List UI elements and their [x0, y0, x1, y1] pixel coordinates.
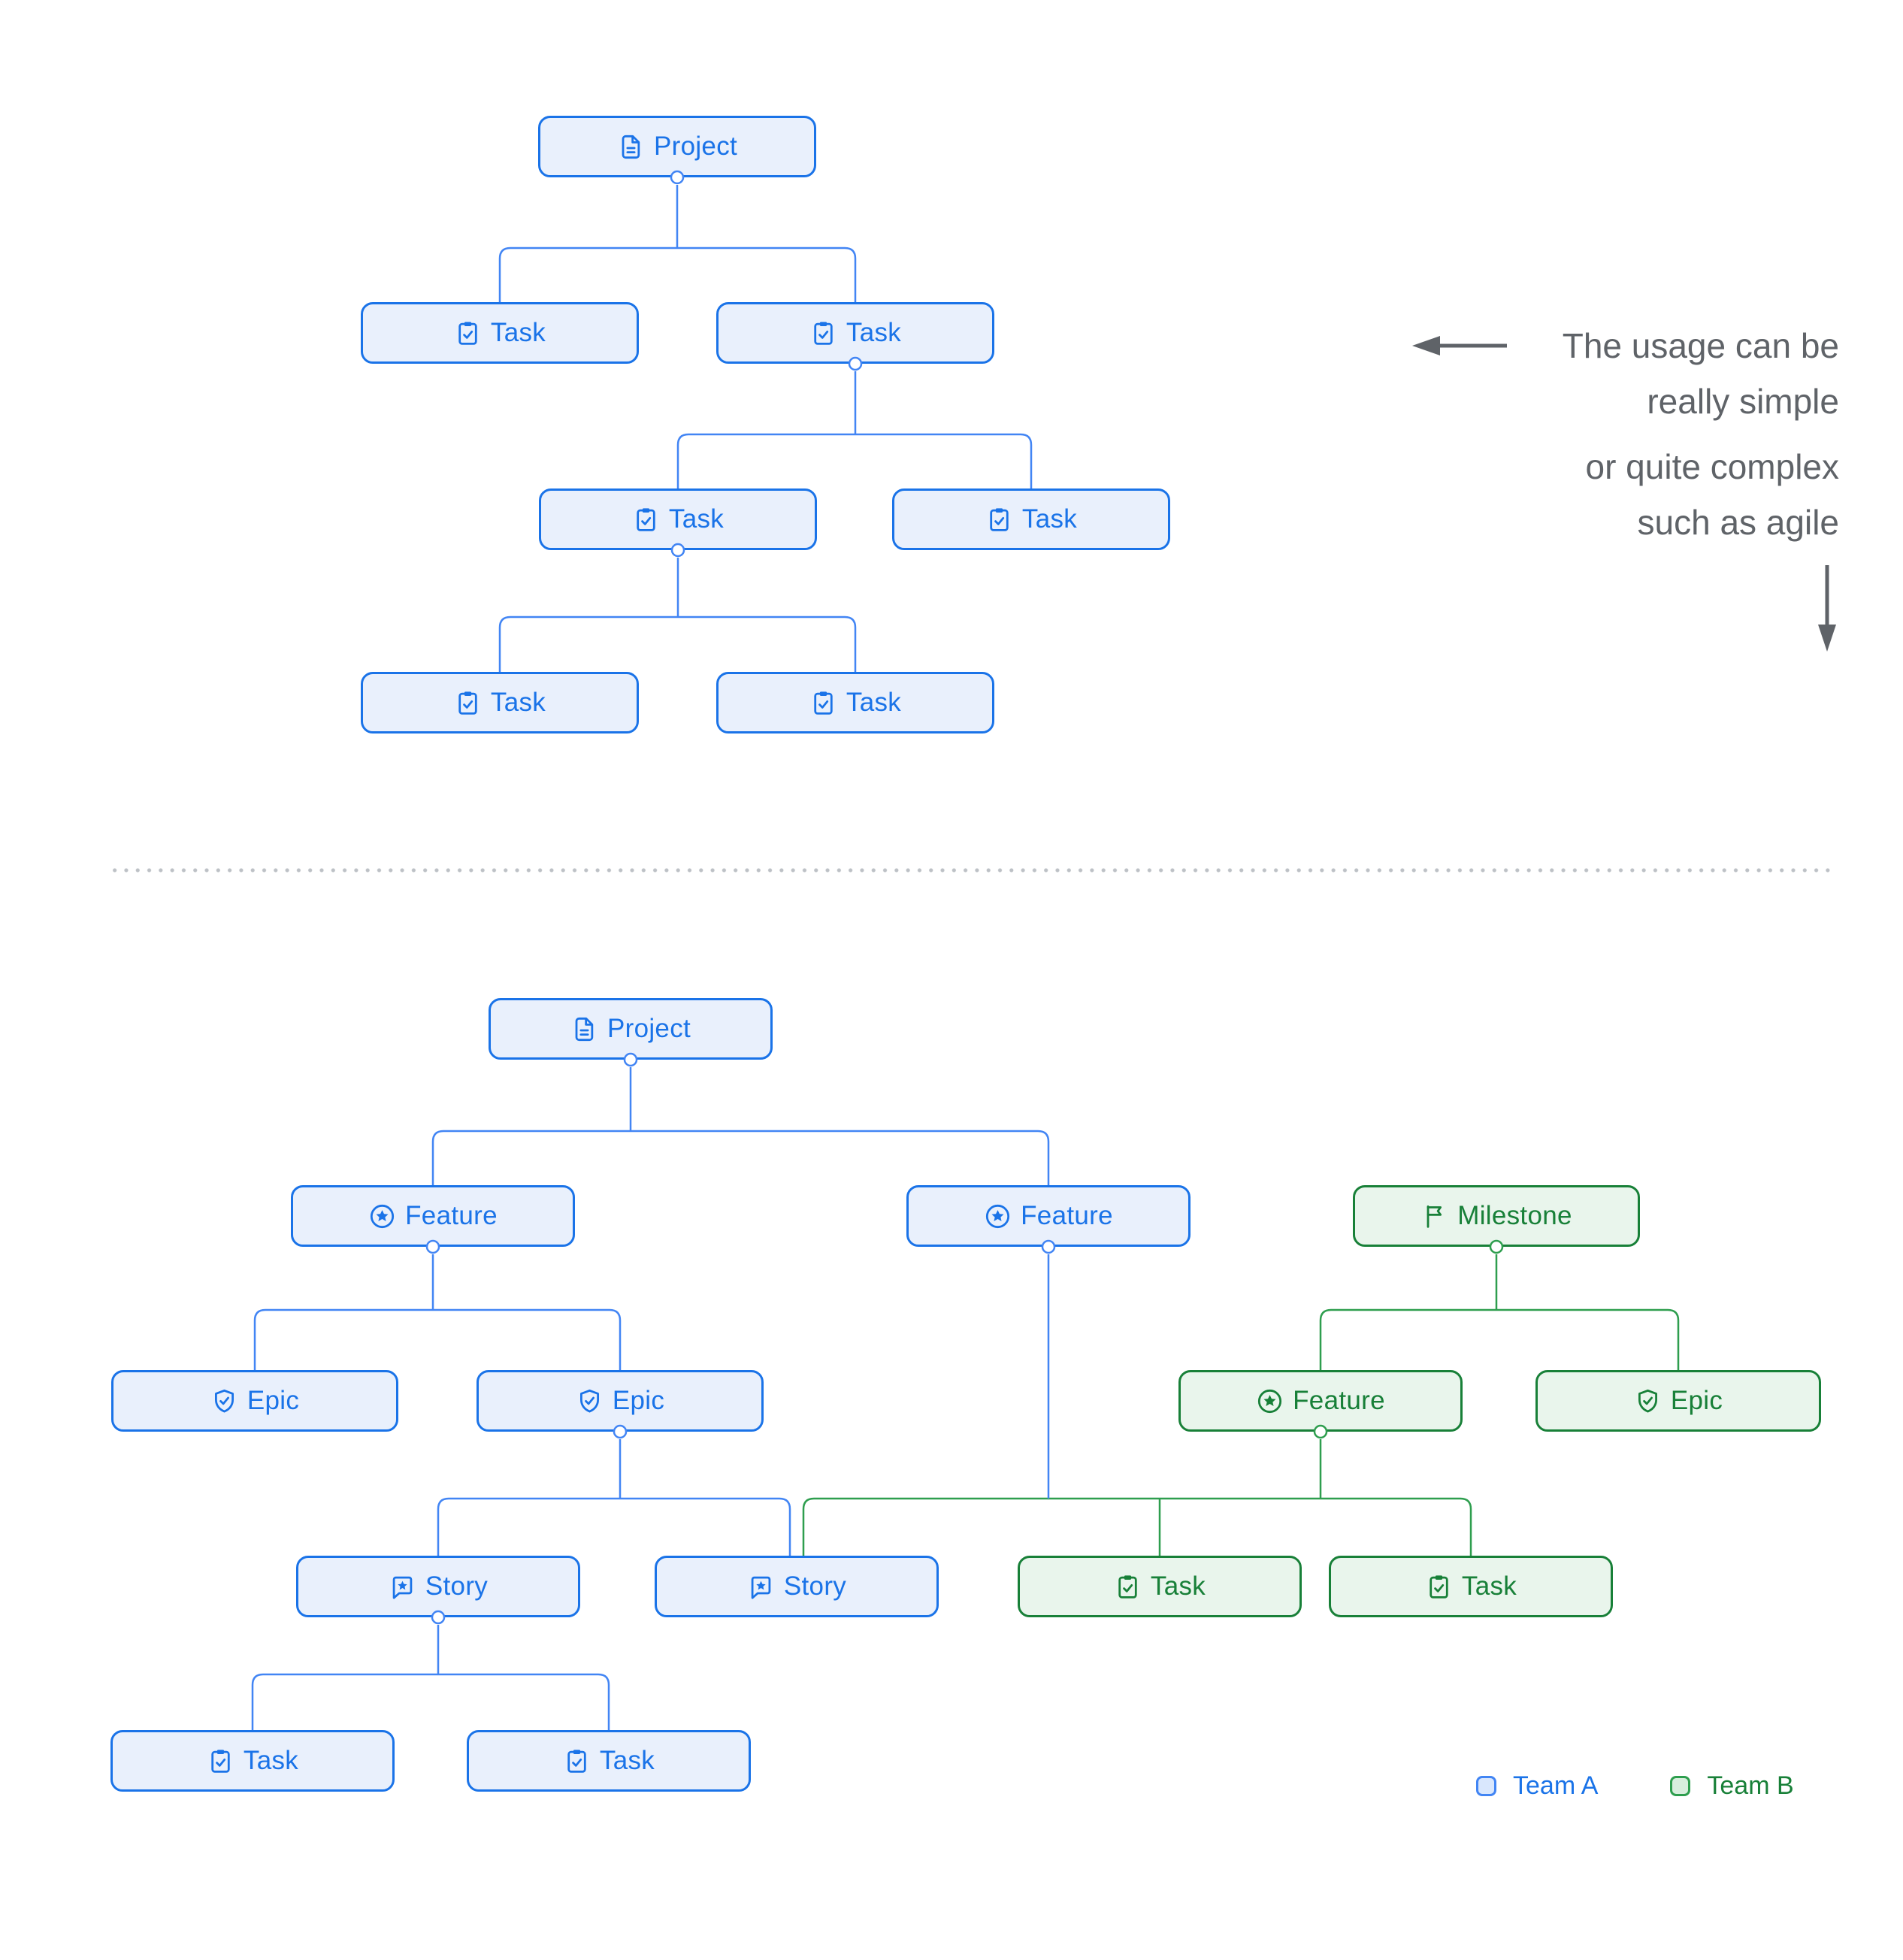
node-label: Task: [668, 504, 725, 534]
node-p1-project: Project: [538, 116, 816, 177]
arrow-left-icon: [1412, 336, 1507, 355]
task-icon: [1114, 1573, 1142, 1601]
node-e1-epic: Epic: [111, 1370, 398, 1432]
task-icon: [632, 506, 660, 534]
task-icon: [454, 319, 482, 347]
team-a-swatch-icon: [1476, 1776, 1496, 1796]
annotation-line-3: or quite complex: [1585, 447, 1840, 486]
node-t1-task: Task: [361, 302, 639, 364]
arrow-down-icon: [1818, 565, 1836, 652]
team-b-swatch-icon: [1670, 1776, 1691, 1796]
epic-icon: [210, 1387, 238, 1415]
node-tb1-task: Task: [110, 1730, 395, 1792]
dotted-divider: [109, 868, 1832, 873]
story-icon: [747, 1573, 775, 1601]
node-t2-task: Task: [716, 302, 994, 364]
story-icon: [389, 1573, 416, 1601]
node-label: Epic: [1670, 1386, 1723, 1415]
node-eg-epic: Epic: [1535, 1370, 1821, 1432]
node-label: Task: [1021, 504, 1078, 534]
node-f1-feature: Feature: [291, 1185, 575, 1247]
annotation-line-1: The usage can be: [1562, 326, 1839, 365]
node-t3-task: Task: [539, 488, 817, 550]
legend-item-team-a: Team A: [1476, 1771, 1598, 1801]
node-label: Epic: [612, 1386, 665, 1415]
legend-label-team-a: Team A: [1513, 1771, 1599, 1800]
node-tg2-task: Task: [1329, 1556, 1613, 1617]
node-fg-feature: Feature: [1178, 1370, 1463, 1432]
node-label: Story: [783, 1571, 847, 1601]
node-t6-task: Task: [716, 672, 994, 733]
task-icon: [1425, 1573, 1453, 1601]
annotation-text: The usage can be really simple or quite …: [1563, 318, 1839, 550]
task-icon: [985, 506, 1013, 534]
node-label: Feature: [1293, 1386, 1385, 1415]
node-label: Task: [243, 1746, 299, 1775]
node-label: Task: [846, 318, 902, 347]
node-label: Feature: [1021, 1201, 1113, 1230]
node-label: Task: [599, 1746, 655, 1775]
node-label: Milestone: [1457, 1201, 1572, 1230]
feature-icon: [984, 1202, 1012, 1230]
feature-icon: [1256, 1387, 1284, 1415]
annotation-line-4: such as agile: [1637, 503, 1840, 542]
task-icon: [207, 1747, 234, 1775]
legend: Team A Team B: [1476, 1771, 1794, 1801]
task-icon: [809, 319, 837, 347]
task-icon: [563, 1747, 591, 1775]
epic-icon: [1634, 1387, 1662, 1415]
node-tg1-task: Task: [1018, 1556, 1302, 1617]
project-icon: [570, 1015, 598, 1043]
node-label: Project: [607, 1014, 691, 1043]
node-label: Story: [425, 1571, 489, 1601]
node-t4-task: Task: [892, 488, 1170, 550]
node-label: Task: [846, 688, 902, 717]
node-label: Task: [490, 688, 546, 717]
project-icon: [617, 133, 645, 161]
node-s1-story: Story: [296, 1556, 580, 1617]
node-f2-feature: Feature: [906, 1185, 1191, 1247]
node-label: Task: [1461, 1571, 1517, 1601]
milestone-icon: [1420, 1202, 1448, 1230]
feature-icon: [368, 1202, 396, 1230]
node-m1-milestone: Milestone: [1353, 1185, 1640, 1247]
task-icon: [809, 689, 837, 717]
legend-label-team-b: Team B: [1707, 1771, 1794, 1800]
node-label: Task: [490, 318, 546, 347]
node-s2-story: Story: [655, 1556, 939, 1617]
annotation-line-2: really simple: [1647, 382, 1839, 421]
node-label: Epic: [247, 1386, 300, 1415]
legend-item-team-b: Team B: [1670, 1771, 1794, 1801]
node-p2-project: Project: [489, 998, 773, 1060]
task-icon: [454, 689, 482, 717]
node-e2-epic: Epic: [477, 1370, 764, 1432]
node-label: Feature: [405, 1201, 498, 1230]
node-label: Project: [653, 132, 738, 161]
node-t5-task: Task: [361, 672, 639, 733]
node-tb2-task: Task: [467, 1730, 751, 1792]
epic-icon: [576, 1387, 604, 1415]
node-label: Task: [1150, 1571, 1206, 1601]
